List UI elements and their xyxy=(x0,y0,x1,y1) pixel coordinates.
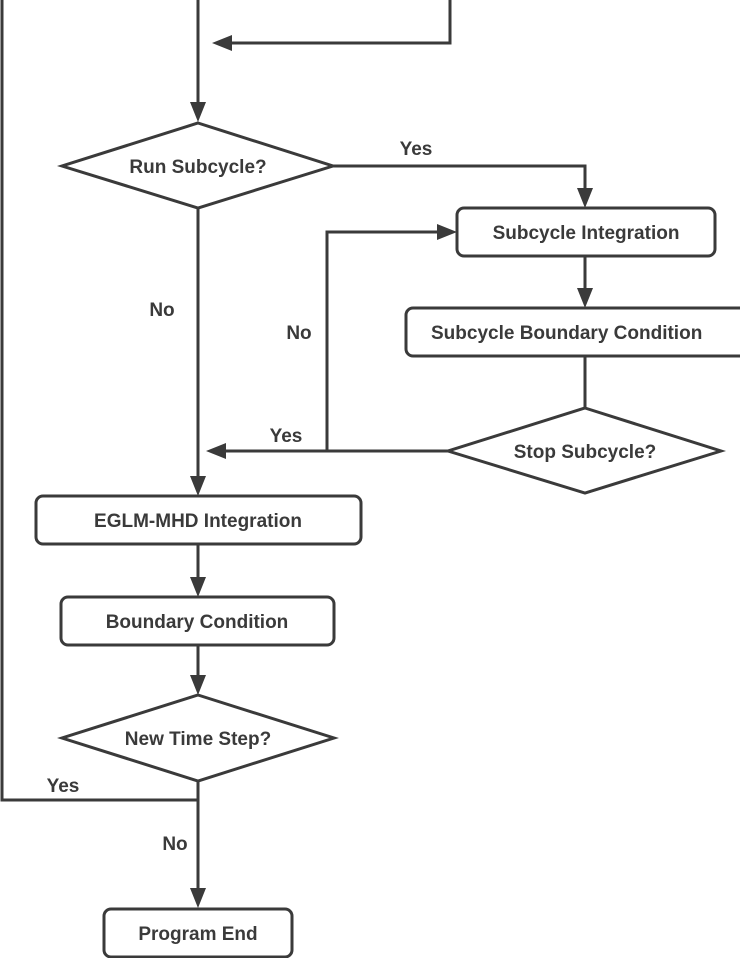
edge-stop-no xyxy=(325,230,437,451)
node-label: Subcycle Boundary Condition xyxy=(431,323,702,344)
node-run-subcycle: Run Subcycle? xyxy=(56,121,338,210)
arrowhead-subcycle-boundary xyxy=(577,288,593,308)
arrowhead-program-end xyxy=(190,888,206,908)
process-box xyxy=(102,907,294,958)
decision-diamond xyxy=(57,693,339,783)
label-time-no: No xyxy=(162,834,187,855)
node-label: Stop Subcycle? xyxy=(514,442,657,463)
arrowhead-new-time-step xyxy=(190,675,206,695)
node-label: EGLM-MHD Integration xyxy=(94,511,302,532)
node-label: Program End xyxy=(138,924,257,945)
label-time-yes: Yes xyxy=(47,776,80,797)
label-stop-yes: Yes xyxy=(270,426,303,447)
node-eglm-mhd-integration: EGLM-MHD Integration xyxy=(34,494,363,546)
label-run-yes: Yes xyxy=(400,139,433,160)
arrowhead-stop-yes xyxy=(206,443,226,459)
arrowhead-boundary-condition xyxy=(190,577,206,597)
decision-diamond xyxy=(56,121,338,210)
edge-outer-loop xyxy=(0,0,198,802)
process-box xyxy=(34,494,363,546)
arrowhead-subcycle-integration xyxy=(577,188,593,208)
arrowhead-stop-no xyxy=(437,224,457,240)
label-stop-no: No xyxy=(286,323,311,344)
node-label: Subcycle Integration xyxy=(493,223,680,244)
node-new-time-step: New Time Step? xyxy=(57,693,339,783)
arrowhead-eglm xyxy=(190,476,206,496)
arrowhead-top-return xyxy=(212,35,232,51)
node-stop-subcycle: Stop Subcycle? xyxy=(442,406,727,495)
node-label: Run Subcycle? xyxy=(129,157,266,178)
arrowhead-run-subcycle xyxy=(190,102,206,122)
node-subcycle-boundary-condition: Subcycle Boundary Condition xyxy=(404,306,740,358)
process-box xyxy=(59,595,336,647)
node-label: New Time Step? xyxy=(125,729,271,750)
edge-top-return xyxy=(232,0,452,45)
node-program-end: Program End xyxy=(102,907,294,958)
decision-diamond xyxy=(442,406,727,495)
node-subcycle-integration: Subcycle Integration xyxy=(455,206,717,258)
process-box xyxy=(455,206,717,258)
process-box xyxy=(404,306,740,358)
edge-run-yes xyxy=(333,164,587,188)
node-boundary-condition: Boundary Condition xyxy=(59,595,336,647)
node-label: Boundary Condition xyxy=(106,612,289,633)
label-run-no: No xyxy=(149,300,174,321)
